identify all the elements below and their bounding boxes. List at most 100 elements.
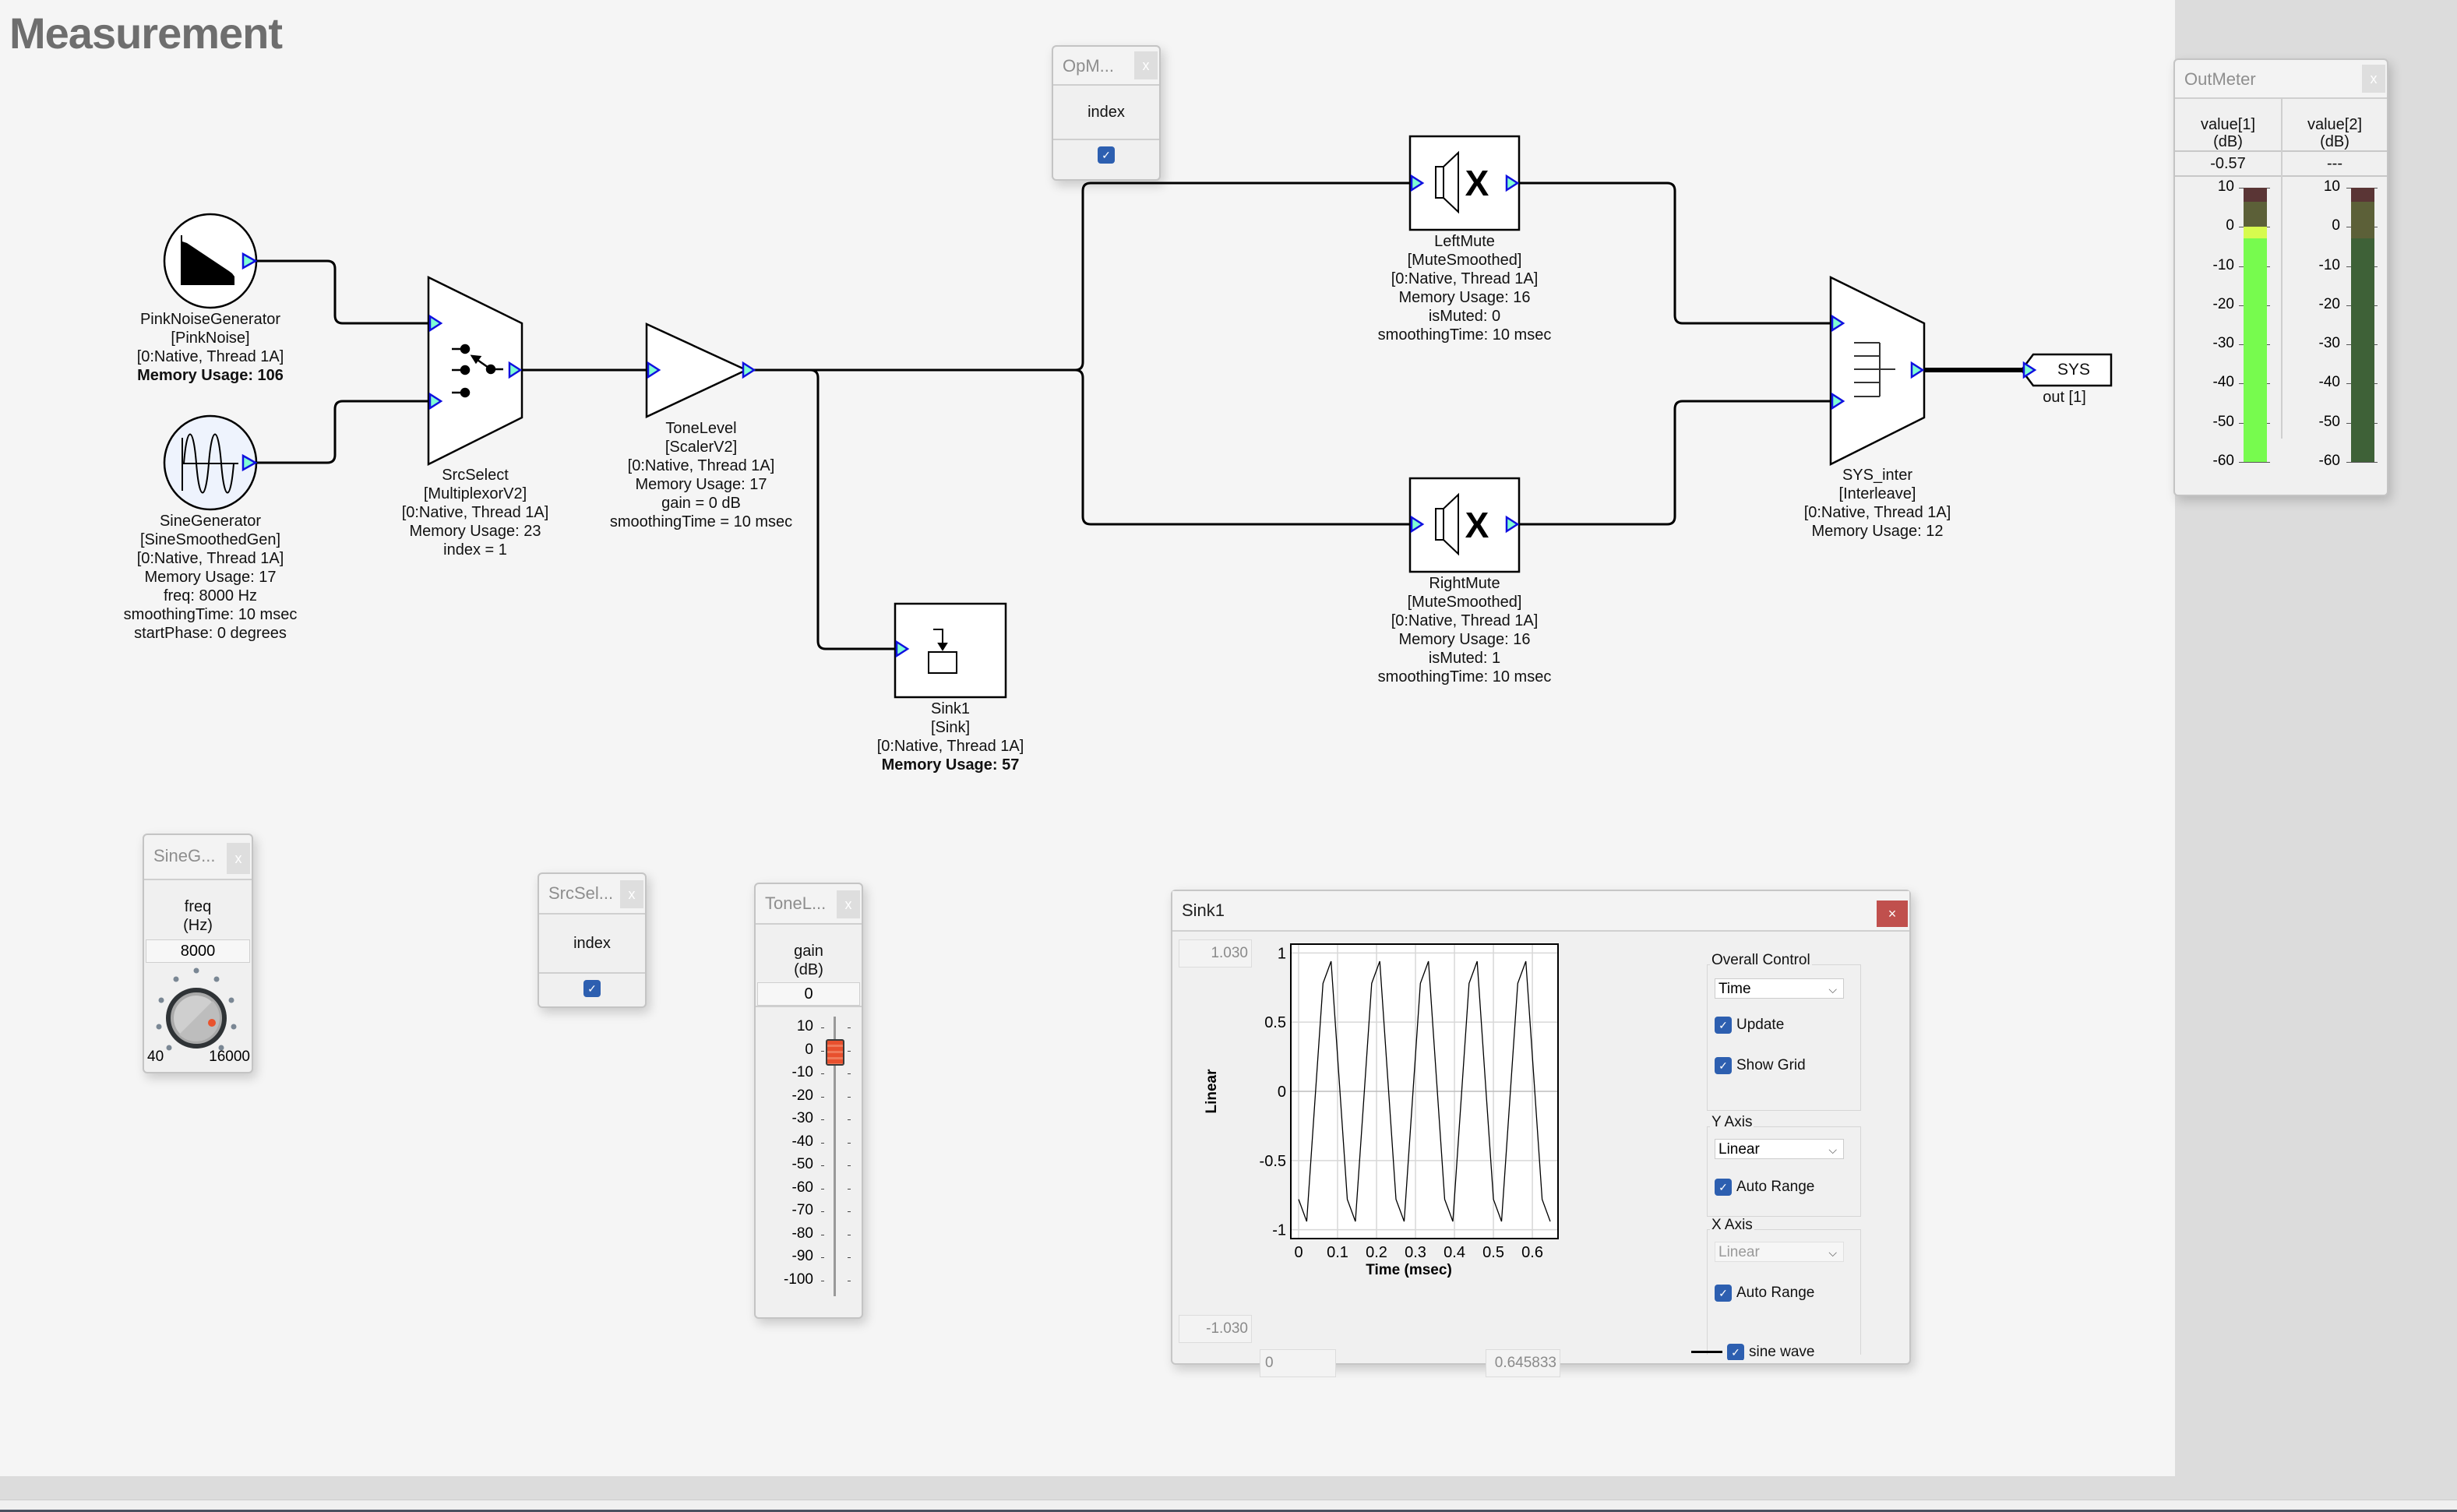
y-min-field[interactable]: -1.030 xyxy=(1179,1315,1252,1343)
sinegen-control-panel[interactable]: SineG... x freq (Hz) 8000 40 16000 xyxy=(143,834,253,1073)
mute-x-icon: X xyxy=(1465,163,1489,203)
block-name: SrcSelect xyxy=(442,467,509,484)
block-name: LeftMute xyxy=(1434,233,1495,250)
fader-handle[interactable] xyxy=(826,1038,844,1066)
y-max-field[interactable]: 1.030 xyxy=(1179,939,1252,967)
block-param: isMuted: 0 xyxy=(1428,308,1501,325)
close-button[interactable]: x xyxy=(227,843,250,874)
fader-tick xyxy=(848,1165,851,1166)
sine-wave-series-checkbox[interactable]: ✓sine wave xyxy=(1727,1343,1815,1360)
gain-value-field[interactable]: 0 xyxy=(757,982,860,1006)
close-button[interactable]: x xyxy=(2362,65,2385,93)
update-checkbox[interactable]: ✓Update xyxy=(1715,1016,1784,1034)
fader-tick xyxy=(848,1142,851,1144)
fader-tick-label: -10 xyxy=(791,1064,813,1080)
window-header[interactable]: Sink1 × xyxy=(1172,891,1909,932)
x-min-field[interactable]: 0 xyxy=(1260,1349,1336,1377)
meter-name: value[2] xyxy=(2307,116,2363,133)
overall-mode-select[interactable]: Time⌵ xyxy=(1715,978,1844,999)
index-checkbox[interactable]: ✓ xyxy=(1098,146,1115,164)
block-thread: [0:Native, Thread 1A] xyxy=(876,738,1024,755)
pink-output-pin xyxy=(241,252,258,270)
x-tick-label: 0.6 xyxy=(1521,1244,1543,1261)
block-memory: Memory Usage: 106 xyxy=(137,367,284,384)
block-param: freq: 8000 Hz xyxy=(163,587,258,604)
y-auto-range-checkbox[interactable]: ✓Auto Range xyxy=(1715,1178,1814,1197)
fader-tick xyxy=(821,1119,824,1120)
srcselect-output-pin xyxy=(508,361,523,379)
opm-control-panel[interactable]: OpM... x index ✓ xyxy=(1052,45,1161,181)
tonelevel-label: ToneLevel [ScalerV2] [0:Native, Thread 1… xyxy=(610,419,792,531)
sys-out-label: out [1] xyxy=(2043,389,2086,406)
close-button[interactable]: x xyxy=(837,890,860,918)
freq-knob[interactable] xyxy=(144,963,249,1067)
block-thread: [0:Native, Thread 1A] xyxy=(401,504,549,521)
index-checkbox[interactable]: ✓ xyxy=(583,980,601,997)
panel-title: OutMeter xyxy=(2184,69,2256,89)
pink-noise-label: PinkNoiseGenerator [PinkNoise] [0:Native… xyxy=(137,310,284,385)
block-memory: Memory Usage: 16 xyxy=(1398,631,1531,648)
panel-header[interactable]: OpM... x xyxy=(1053,47,1159,86)
x-tick-label: 0.1 xyxy=(1327,1244,1348,1261)
block-memory: Memory Usage: 17 xyxy=(635,476,767,493)
fader-tick-label: -40 xyxy=(791,1133,813,1150)
overall-control-label: Overall Control xyxy=(1710,952,1812,969)
block-type: [PinkNoise] xyxy=(171,330,250,347)
block-memory: Memory Usage: 23 xyxy=(409,523,541,540)
sink1-scope-window[interactable]: Sink1 × 1.030 -1.030 0 0.645833 Linear T… xyxy=(1171,890,1911,1377)
freq-knob-area: 40 16000 xyxy=(144,963,252,1067)
wire-leftmute-to-sysinter xyxy=(1519,182,1832,325)
panel-header[interactable]: OutMeter x xyxy=(2175,60,2387,99)
check-icon: ✓ xyxy=(1715,1178,1732,1196)
freq-value-field[interactable]: 8000 xyxy=(146,939,250,963)
panel-header[interactable]: SineG... x xyxy=(144,835,252,880)
block-thread: [0:Native, Thread 1A] xyxy=(1391,612,1539,629)
check-icon: ✓ xyxy=(1727,1343,1744,1360)
block-param: index = 1 xyxy=(443,541,507,559)
close-button[interactable]: x xyxy=(1134,51,1158,79)
block-thread: [0:Native, Thread 1A] xyxy=(136,550,284,567)
chevron-down-icon: ⌵ xyxy=(1828,1246,1837,1259)
fader-tick xyxy=(821,1050,824,1052)
sine-generator-block xyxy=(163,414,258,511)
y-axis-label: Linear xyxy=(1204,1069,1220,1114)
wire-to-leftmute xyxy=(1074,182,1412,372)
horizontal-scrollbar-area[interactable] xyxy=(0,1476,2457,1500)
block-name: PinkNoiseGenerator xyxy=(139,311,281,328)
block-memory: Memory Usage: 16 xyxy=(1398,289,1531,306)
fader-tick-label: -100 xyxy=(783,1271,813,1288)
sine-generator-label: SineGenerator [SineSmoothedGen] [0:Nativ… xyxy=(124,512,298,643)
block-type: [MuteSmoothed] xyxy=(1407,594,1522,611)
x-max-field[interactable]: 0.645833 xyxy=(1486,1349,1560,1377)
rightmute-block: X xyxy=(1408,477,1521,573)
param-label: index xyxy=(1053,86,1159,140)
meter-tick-label: -50 xyxy=(2318,413,2340,430)
meter-tick-label: -40 xyxy=(2212,374,2234,391)
block-param: gain = 0 dB xyxy=(661,495,741,512)
sink1-input-pin xyxy=(895,640,910,658)
x-auto-range-checkbox[interactable]: ✓Auto Range xyxy=(1715,1284,1814,1302)
show-grid-checkbox[interactable]: ✓Show Grid xyxy=(1715,1056,1806,1075)
y-axis-scale-select[interactable]: Linear⌵ xyxy=(1715,1139,1844,1159)
srcselect-control-panel[interactable]: SrcSel... x index ✓ xyxy=(538,872,647,1008)
close-button[interactable]: x xyxy=(620,880,643,908)
block-thread: [0:Native, Thread 1A] xyxy=(627,457,775,474)
panel-header[interactable]: ToneL... x xyxy=(756,884,862,925)
meter-clip-zone xyxy=(2351,188,2374,202)
sink1-label: Sink1 [Sink] [0:Native, Thread 1A] Memor… xyxy=(877,700,1024,774)
close-button[interactable]: × xyxy=(1877,901,1908,927)
leftmute-block: X xyxy=(1408,135,1521,231)
sys-input-pin xyxy=(2022,361,2037,379)
block-param: isMuted: 1 xyxy=(1428,650,1501,667)
tonelevel-block xyxy=(645,322,756,418)
meter-tick-label: -20 xyxy=(2318,295,2340,312)
panel-header[interactable]: SrcSel... x xyxy=(539,874,645,915)
panel-title: ToneL... xyxy=(765,893,827,913)
checkbox-label: Auto Range xyxy=(1736,1285,1815,1301)
x-axis-group xyxy=(1707,1229,1861,1355)
block-type: [Sink] xyxy=(930,719,971,736)
